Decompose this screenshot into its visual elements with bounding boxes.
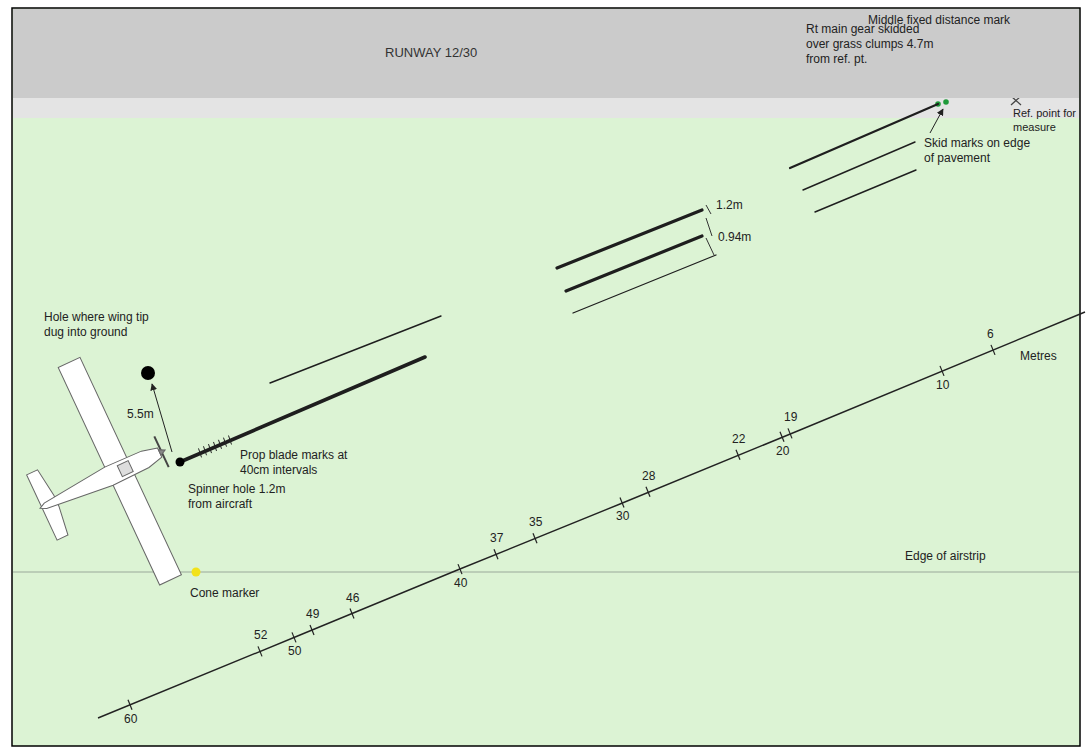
callout-label: Edge of airstrip bbox=[905, 549, 986, 564]
tape-tick bbox=[350, 609, 354, 619]
grass-clump bbox=[943, 99, 949, 105]
skid-mark bbox=[270, 316, 441, 383]
tape-number: 49 bbox=[306, 607, 319, 622]
callout-label: Hole where wing tip dug into ground bbox=[44, 310, 169, 340]
tape-number: 28 bbox=[642, 469, 655, 484]
prop-blade-mark bbox=[199, 448, 202, 457]
cone-marker bbox=[192, 568, 201, 577]
aircraft bbox=[0, 341, 216, 617]
callout-label: Rt main gear skidded over grass clumps 4… bbox=[806, 22, 940, 67]
skid-mark bbox=[180, 357, 425, 462]
callout-label: Skid marks on edge of pavement bbox=[924, 136, 1042, 166]
leader-arrow bbox=[930, 109, 943, 133]
tape-number: 20 bbox=[776, 444, 789, 459]
tape-tick bbox=[736, 450, 740, 460]
tape-number: 40 bbox=[454, 576, 467, 591]
tape-number: 6 bbox=[987, 327, 994, 342]
measuring-tape bbox=[98, 312, 1085, 718]
grass-ground bbox=[12, 8, 1080, 746]
prop-blade-mark bbox=[214, 442, 217, 451]
tape-tick bbox=[940, 366, 944, 376]
prop-blade-mark bbox=[219, 440, 222, 449]
callout-label: Cone marker bbox=[190, 586, 259, 601]
tape-tick bbox=[310, 625, 314, 635]
spinner-hole bbox=[176, 458, 185, 467]
skid-mark bbox=[803, 142, 915, 190]
tape-number: 19 bbox=[784, 410, 797, 425]
skid-mark bbox=[566, 236, 702, 291]
tape-number: 50 bbox=[288, 644, 301, 659]
tape-number: 30 bbox=[616, 509, 629, 524]
skid-mark bbox=[557, 210, 702, 268]
tape-number: 35 bbox=[529, 515, 542, 530]
tape-tick bbox=[780, 432, 784, 442]
tape-number: 60 bbox=[124, 712, 137, 727]
dimension-label: 1.2m bbox=[716, 198, 743, 213]
tape-tick bbox=[788, 428, 792, 438]
tape-tick bbox=[533, 533, 537, 543]
prop-blade-mark bbox=[229, 436, 232, 445]
skid-mark bbox=[573, 255, 716, 313]
tape-tick bbox=[458, 564, 462, 574]
unit-label: Metres bbox=[1020, 349, 1057, 364]
tape-number: 10 bbox=[936, 378, 949, 393]
distance-arrow bbox=[152, 384, 172, 452]
prop-blade-mark bbox=[204, 446, 207, 455]
prop-blade-mark bbox=[224, 438, 227, 447]
tape-tick bbox=[646, 487, 650, 497]
tape-tick bbox=[292, 632, 296, 642]
wing-tip-hole bbox=[141, 366, 155, 380]
tape-tick bbox=[620, 497, 624, 507]
tape-number: 22 bbox=[732, 432, 745, 447]
callout-label: Ref. point for measure bbox=[1013, 107, 1079, 135]
dimension-tick bbox=[706, 205, 714, 255]
tape-tick bbox=[991, 345, 995, 355]
callout-label: Prop blade marks at 40cm intervals bbox=[240, 448, 370, 478]
tape-number: 52 bbox=[254, 628, 267, 643]
runway-shoulder bbox=[13, 98, 1079, 118]
tape-tick bbox=[258, 646, 262, 656]
frame bbox=[12, 8, 1080, 746]
runway-name: RUNWAY 12/30 bbox=[385, 45, 477, 60]
tape-tick bbox=[494, 549, 498, 559]
callout-label: Spinner hole 1.2m from aircraft bbox=[188, 482, 308, 512]
tape-tick bbox=[128, 700, 132, 710]
skid-mark bbox=[815, 170, 916, 212]
dimension-label: 0.94m bbox=[718, 230, 751, 245]
prop-blade-mark bbox=[209, 444, 212, 453]
dimension-label: 5.5m bbox=[127, 407, 154, 422]
skid-mark bbox=[790, 104, 938, 168]
tape-number: 37 bbox=[490, 531, 503, 546]
tape-number: 46 bbox=[346, 591, 359, 606]
